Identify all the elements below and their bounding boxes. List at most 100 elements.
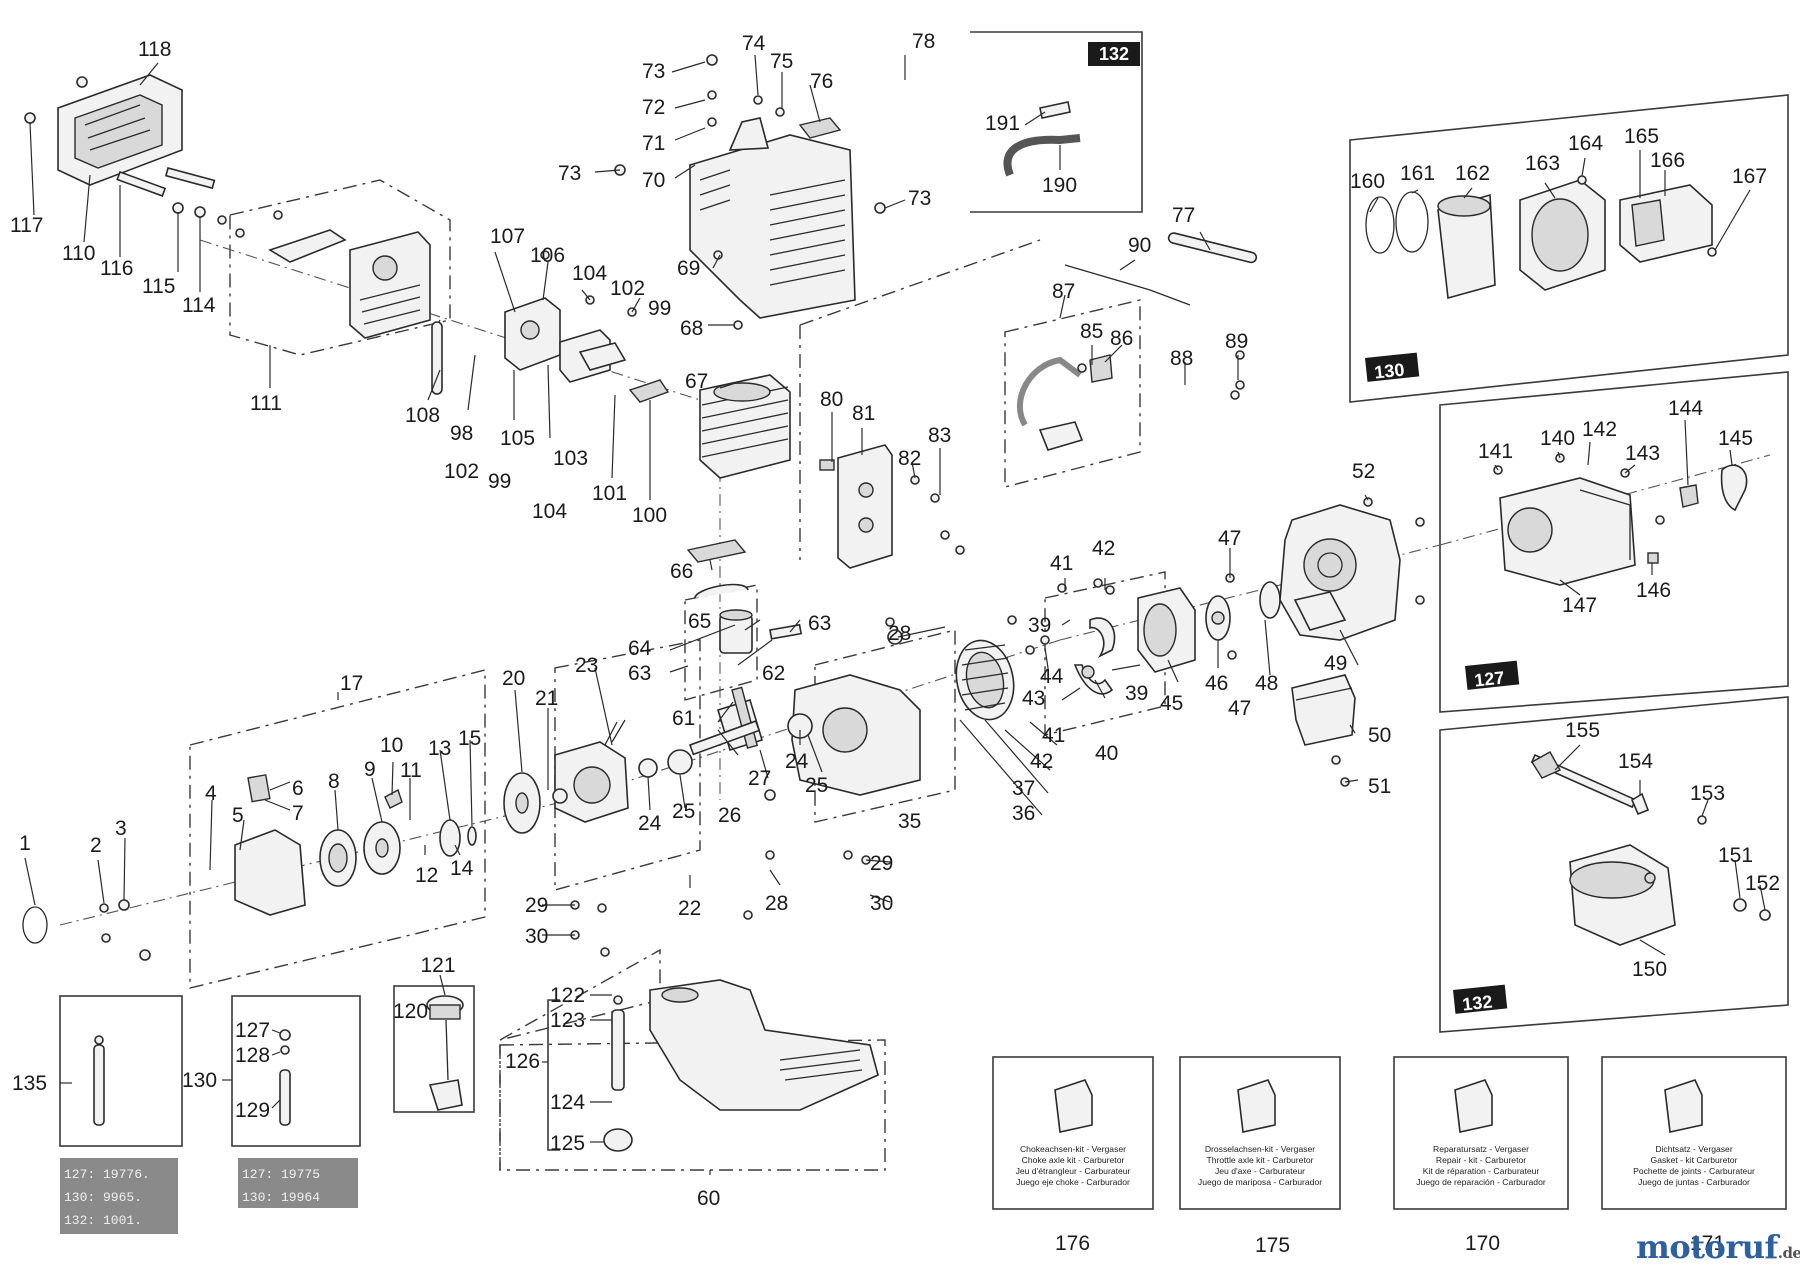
part-number-label: 3	[115, 817, 127, 840]
kit-throttle-line: Throttle axle kit - Carburetor	[1207, 1155, 1314, 1165]
crankcase-23	[552, 719, 693, 823]
part-number-label: 21	[535, 687, 558, 710]
part-number-label: 39	[1028, 614, 1051, 637]
kit-gasket-line: Gasket - kit Carburetor	[1651, 1155, 1738, 1165]
cylinder	[699, 374, 791, 479]
part-number-label: 29	[870, 852, 893, 875]
part-number-label: 30	[525, 925, 548, 948]
part-number-label: 129	[235, 1099, 270, 1122]
part-number-label: 162	[1455, 162, 1490, 185]
fuel-pickup-120	[426, 995, 464, 1111]
part-number-label: 69	[677, 257, 700, 280]
part-number-label: 141	[1478, 440, 1513, 463]
part-number-label: 61	[672, 707, 695, 730]
part-number-label: 28	[765, 892, 788, 915]
part-number-label: 36	[1012, 802, 1035, 825]
part-number-label: 68	[680, 317, 703, 340]
part-number-label: 72	[642, 96, 665, 119]
part-number-label: 5	[232, 804, 244, 827]
part-number-label: 102	[610, 277, 645, 300]
part-number-label: 6	[292, 777, 304, 800]
part-number-label: 80	[820, 388, 843, 411]
kit-gasket-line: Juego de juntas - Carburador	[1638, 1177, 1750, 1187]
kit-repair-line: Juego de reparación - Carburador	[1416, 1177, 1546, 1187]
kit-repair-line: Repair - kit - Carburetor	[1436, 1155, 1526, 1165]
part-number-label: 161	[1400, 162, 1435, 185]
part-number-label: 15	[458, 727, 481, 750]
part-number-label: 135	[12, 1072, 47, 1095]
model-table-left-row: 130: 9965.	[64, 1190, 142, 1205]
model-tables: 127: 19776. 130: 9965. 132: 1001. 127: 1…	[60, 1158, 358, 1234]
part-number-label: 176	[1055, 1232, 1090, 1255]
part-number-label: 30	[870, 892, 893, 915]
part-number-label: 83	[928, 424, 951, 447]
part-number-label: 147	[1562, 594, 1597, 617]
part-number-label: 63	[808, 612, 831, 635]
part-number-label: 42	[1030, 750, 1053, 773]
part-number-label: 51	[1368, 775, 1391, 798]
air-filter-housing	[235, 210, 431, 339]
part-number-label: 191	[985, 112, 1020, 135]
part-number-label: 152	[1745, 872, 1780, 895]
part-number-label: 160	[1350, 170, 1385, 193]
air-filter-cover	[24, 74, 183, 186]
part-number-label: 13	[428, 737, 451, 760]
kit-captions: Chokeachsen-kit - Vergaser Choke axle ki…	[1016, 1144, 1755, 1187]
part-number-label: 88	[1170, 347, 1193, 370]
part-number-label: 115	[142, 275, 175, 298]
part-number-label: 140	[1540, 427, 1575, 450]
part-number-label: 37	[1012, 777, 1035, 800]
part-number-label: 64	[628, 637, 652, 660]
part-number-label: 76	[810, 70, 833, 93]
part-number-label: 35	[898, 810, 921, 833]
part-number-label: 87	[1052, 280, 1075, 303]
part-number-label: 50	[1368, 724, 1391, 747]
part-number-label: 41	[1042, 724, 1065, 747]
kit-carburetor-images	[1054, 1079, 1703, 1133]
part-number-label: 73	[908, 187, 931, 210]
part-number-label: 62	[762, 662, 785, 685]
part-number-label: 67	[685, 370, 708, 393]
part-number-label: 7	[292, 802, 304, 825]
part-number-label: 14	[450, 857, 474, 880]
small-parts-135-129	[93, 1029, 291, 1126]
variant-130-parts	[1365, 175, 1717, 300]
flywheel-36	[955, 639, 1015, 721]
part-number-label: 155	[1565, 719, 1600, 742]
part-number-label: 29	[525, 894, 548, 917]
part-number-label: 86	[1110, 327, 1133, 350]
part-number-label: 27	[748, 767, 771, 790]
part-number-label: 128	[235, 1044, 270, 1067]
model-table-right-row: 130: 19964	[242, 1190, 320, 1205]
cable-90	[1064, 232, 1258, 306]
kit-throttle-line: Juego de mariposa - Carburador	[1198, 1177, 1322, 1187]
part-number-label: 1	[19, 832, 31, 855]
part-number-label: 20	[502, 667, 525, 690]
part-number-label: 107	[490, 225, 525, 248]
bolts-115-116	[116, 167, 227, 225]
carburetor	[431, 297, 670, 403]
kit-choke-line: Chokeachsen-kit - Vergaser	[1020, 1144, 1126, 1154]
model-table-right-row: 127: 19775	[242, 1167, 320, 1182]
kit-throttle-line: Jeu d'axe - Carburateur	[1215, 1166, 1305, 1176]
part-number-label: 43	[1022, 687, 1045, 710]
model-table-left-row: 127: 19776.	[64, 1167, 150, 1182]
part-number-label: 22	[678, 897, 701, 920]
part-number-labels: 118 117 110 116 115 114 111 108 98 102 9…	[10, 30, 1780, 1257]
part-number-label: 77	[1172, 204, 1195, 227]
starter-parts	[22, 772, 541, 961]
variant-tags: 132 130 127 132	[1088, 42, 1520, 1015]
shoe-50	[1291, 674, 1356, 746]
misc-screws	[540, 54, 1425, 957]
part-number-label: 2	[90, 834, 102, 857]
part-number-label: 47	[1228, 697, 1251, 720]
part-number-label: 85	[1080, 320, 1103, 343]
part-number-label: 110	[62, 242, 95, 265]
part-number-label: 39	[1125, 682, 1148, 705]
part-number-label: 100	[632, 504, 667, 527]
clutch-40	[1073, 617, 1116, 695]
part-number-label: 81	[852, 402, 875, 425]
part-number-label: 25	[672, 800, 695, 823]
group-borders	[59, 31, 1789, 1210]
part-number-label: 40	[1095, 742, 1118, 765]
